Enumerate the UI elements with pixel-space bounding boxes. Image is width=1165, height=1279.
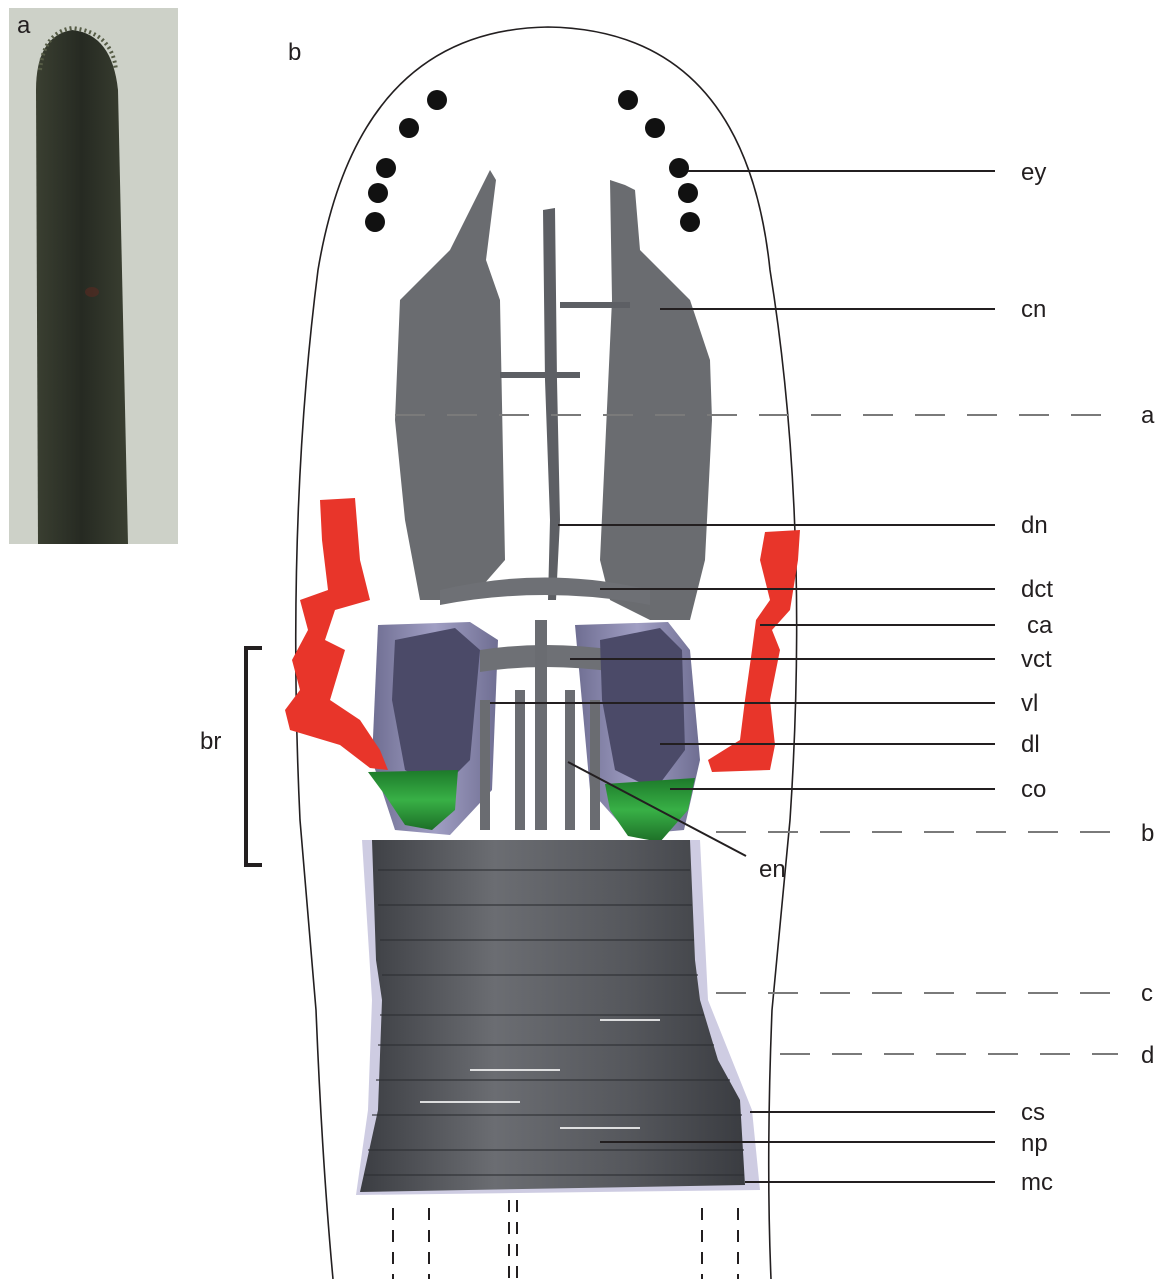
section-label-a: a bbox=[1141, 402, 1155, 429]
eye-spot bbox=[680, 212, 700, 232]
strand bbox=[535, 620, 547, 830]
nerve-cord-mass bbox=[360, 840, 745, 1192]
label-cs: cs bbox=[1021, 1099, 1045, 1126]
photo-panel: a bbox=[9, 8, 178, 544]
median-dorsal-nerve bbox=[543, 208, 560, 600]
label-dct: dct bbox=[1021, 576, 1053, 603]
cerebral-nerves bbox=[395, 170, 712, 620]
label-vct: vct bbox=[1021, 646, 1052, 673]
label-dl: dl bbox=[1021, 731, 1040, 758]
section-labels: a b c d bbox=[1141, 402, 1155, 1069]
cord-continuation-dashes bbox=[393, 1200, 738, 1279]
label-vl: vl bbox=[1021, 690, 1038, 717]
diagram-panel-label: b bbox=[288, 39, 301, 66]
bracket-label: br bbox=[200, 728, 221, 755]
label-cn: cn bbox=[1021, 296, 1046, 323]
eye-spot bbox=[368, 183, 388, 203]
label-dn: dn bbox=[1021, 512, 1048, 539]
eye-spot bbox=[618, 90, 638, 110]
label-en: en bbox=[759, 856, 786, 883]
worm-photo-body bbox=[36, 30, 128, 544]
connecting-commissure-2 bbox=[500, 372, 580, 378]
label-co: co bbox=[1021, 776, 1046, 803]
eye-spot bbox=[427, 90, 447, 110]
label-ca: ca bbox=[1027, 612, 1053, 639]
brain-bracket bbox=[246, 648, 262, 865]
red-left-structure bbox=[285, 498, 388, 770]
eye-spot bbox=[678, 183, 698, 203]
eye-spot bbox=[645, 118, 665, 138]
connecting-commissure bbox=[560, 302, 630, 308]
left-nerve-column bbox=[395, 170, 505, 600]
photo-reddish-spot bbox=[85, 287, 99, 297]
eye-spot bbox=[376, 158, 396, 178]
eye-spot bbox=[399, 118, 419, 138]
label-mc: mc bbox=[1021, 1169, 1053, 1196]
label-np: np bbox=[1021, 1130, 1048, 1157]
red-right-structure bbox=[708, 530, 800, 772]
section-label-c: c bbox=[1141, 980, 1153, 1007]
eye-spot bbox=[669, 158, 689, 178]
strand bbox=[515, 690, 525, 830]
photo-panel-label: a bbox=[17, 12, 31, 39]
right-nerve-column bbox=[600, 180, 712, 620]
label-ey: ey bbox=[1021, 159, 1046, 186]
section-label-b: b bbox=[1141, 820, 1154, 847]
strand bbox=[480, 700, 490, 830]
section-label-d: d bbox=[1141, 1042, 1154, 1069]
eye-spots bbox=[365, 90, 700, 232]
eye-spot bbox=[365, 212, 385, 232]
strand bbox=[565, 690, 575, 830]
structure-labels: ey cn dn dct ca vct vl dl co en cs np mc bbox=[759, 159, 1053, 1196]
strand bbox=[590, 700, 600, 830]
